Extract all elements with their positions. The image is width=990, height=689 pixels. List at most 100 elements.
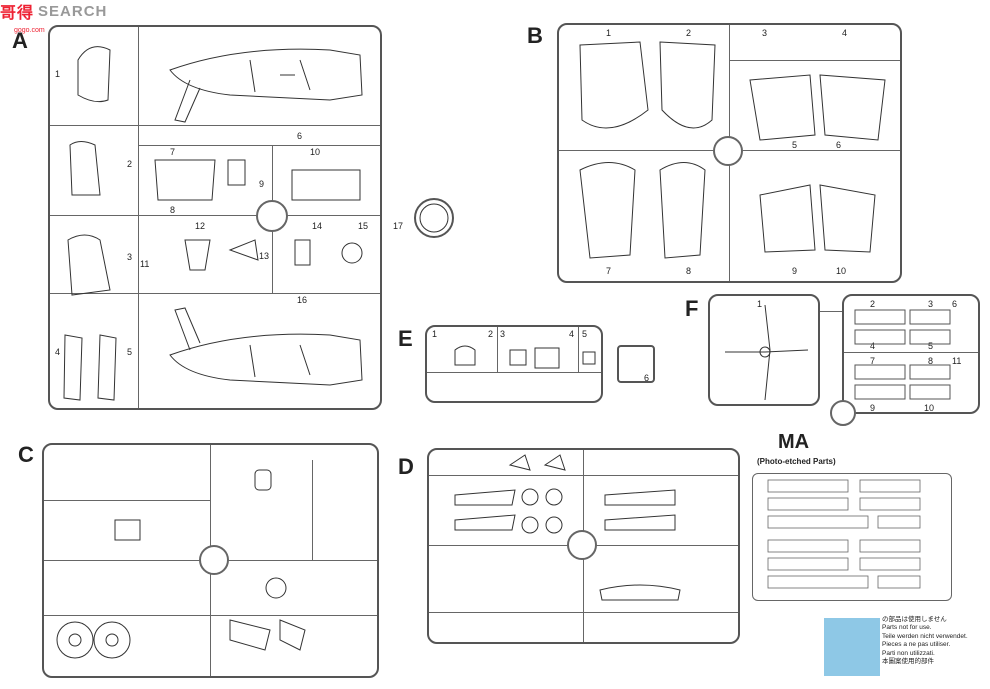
part-number: 2 [488, 329, 494, 339]
part-number: 6 [644, 373, 650, 383]
sprue-b-divider [729, 60, 900, 61]
sprue-f-gate [830, 400, 856, 426]
sprue-a-divider [138, 27, 139, 408]
sprue-d-label: D [398, 454, 414, 479]
notice-color-swatch [824, 618, 880, 676]
sprue-f-divider [844, 352, 978, 353]
part-drawing [819, 74, 886, 141]
sprue-d-gate [567, 530, 597, 560]
part-number: 6 [297, 131, 303, 141]
sprue-a-label: A [12, 28, 28, 53]
watermark-logo: 哥得 SEARCH [0, 0, 108, 23]
part-drawing [509, 349, 527, 366]
part-drawing [419, 203, 449, 233]
part-number: 3 [928, 299, 934, 309]
part-drawing [63, 334, 117, 401]
sprue-d-divider [429, 475, 738, 476]
sprue-c-divider [44, 615, 377, 616]
part-number: 4 [870, 341, 876, 351]
part-number: 9 [870, 403, 876, 413]
part-drawing [659, 162, 706, 259]
part-number: 1 [432, 329, 438, 339]
part-drawing [604, 489, 676, 506]
part-number: 12 [195, 221, 206, 231]
part-number: 10 [310, 147, 321, 157]
propeller-hub [759, 346, 771, 358]
sprue-b-label: B [527, 23, 543, 48]
sprue-b-frame [557, 23, 902, 283]
sprue-a-divider [50, 215, 380, 216]
part-number: 3 [500, 329, 506, 339]
part-number: 15 [358, 221, 369, 231]
part-drawing [265, 577, 287, 599]
sprue-f-divider [820, 311, 842, 312]
ma-fret [752, 473, 952, 601]
watermark-brand-en: SEARCH [38, 2, 108, 20]
watermark-brand-cn: 哥得 [0, 5, 35, 22]
notice-line: 本圖案使用的部件 [882, 658, 934, 666]
part-drawing [77, 46, 111, 103]
part-number: 5 [127, 347, 133, 357]
part-drawing [294, 239, 311, 266]
sprue-c-divider [44, 500, 210, 501]
part-drawing [228, 239, 259, 261]
part-drawing [534, 347, 560, 369]
part-drawing [341, 242, 363, 264]
wheel-drawing [93, 621, 131, 659]
sprue-d-frame [427, 448, 740, 644]
watermark-url: gogo.com [14, 27, 45, 34]
sprue-e-divider [578, 327, 579, 372]
part-number: 8 [170, 205, 176, 215]
part-number: 4 [569, 329, 575, 339]
wheel-drawing [56, 621, 94, 659]
part-drawing [227, 159, 246, 186]
part-number: 4 [842, 28, 848, 38]
part-number: 10 [924, 403, 935, 413]
sprue-d-divider [429, 612, 738, 613]
notice-line: Parti non utilizzati. [882, 649, 935, 657]
part-number: 5 [928, 341, 934, 351]
part-drawing [69, 141, 101, 196]
part-number: 5 [792, 140, 798, 150]
part-number: 4 [55, 347, 61, 357]
part-number: 13 [259, 251, 270, 261]
sprue-e-frame [425, 325, 603, 403]
part-drawing [759, 184, 816, 253]
part-number: 3 [127, 252, 133, 262]
part-number: 2 [127, 159, 133, 169]
part-number: 7 [606, 266, 612, 276]
part-number: 16 [297, 295, 308, 305]
part-number: 10 [836, 266, 847, 276]
sprue-e-label: E [398, 326, 413, 351]
part-number: 1 [606, 28, 612, 38]
part-number: 9 [259, 179, 265, 189]
notice-text: の部品は使用しません Parts not for use. Teile werd… [882, 616, 968, 666]
part-drawing [749, 74, 816, 141]
sprue-a-divider [50, 293, 380, 294]
sprue-a-divider [50, 125, 380, 126]
part-drawing [599, 584, 681, 601]
notice-line: の部品は使用しません [882, 616, 947, 623]
part-drawing [454, 345, 476, 366]
part-drawing [582, 351, 596, 365]
part-number: 6 [952, 299, 958, 309]
sprue-c-gate [199, 545, 229, 575]
sprue-f-left-frame [708, 294, 820, 406]
wheel-drawing [545, 488, 563, 506]
part-drawing [659, 41, 716, 129]
part-number: 6 [836, 140, 842, 150]
ma-label: MA [778, 431, 810, 453]
part-drawing [508, 454, 566, 471]
part-number: 1 [757, 299, 763, 309]
sprue-a-frame [48, 25, 382, 410]
part-drawing [454, 514, 516, 531]
part-number: 9 [792, 266, 798, 276]
part-number: 17 [393, 221, 404, 231]
part-number: 11 [140, 259, 150, 269]
part-drawing [184, 239, 211, 271]
part-number: 11 [952, 356, 962, 366]
part-drawing [154, 159, 216, 201]
wheel-hub [105, 633, 119, 647]
part-drawing [579, 41, 649, 129]
sprue-a-gate [256, 200, 288, 232]
